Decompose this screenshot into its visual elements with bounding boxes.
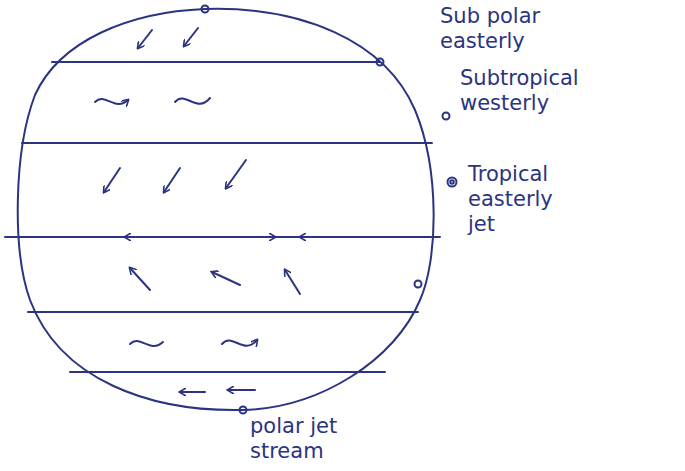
wind-label: Tropical easterly jet — [468, 162, 586, 237]
wind-label: Subtropical westerly — [460, 66, 610, 116]
wind-label: Sub polar easterly — [440, 4, 590, 54]
wind-label: polar jet stream — [250, 414, 375, 464]
